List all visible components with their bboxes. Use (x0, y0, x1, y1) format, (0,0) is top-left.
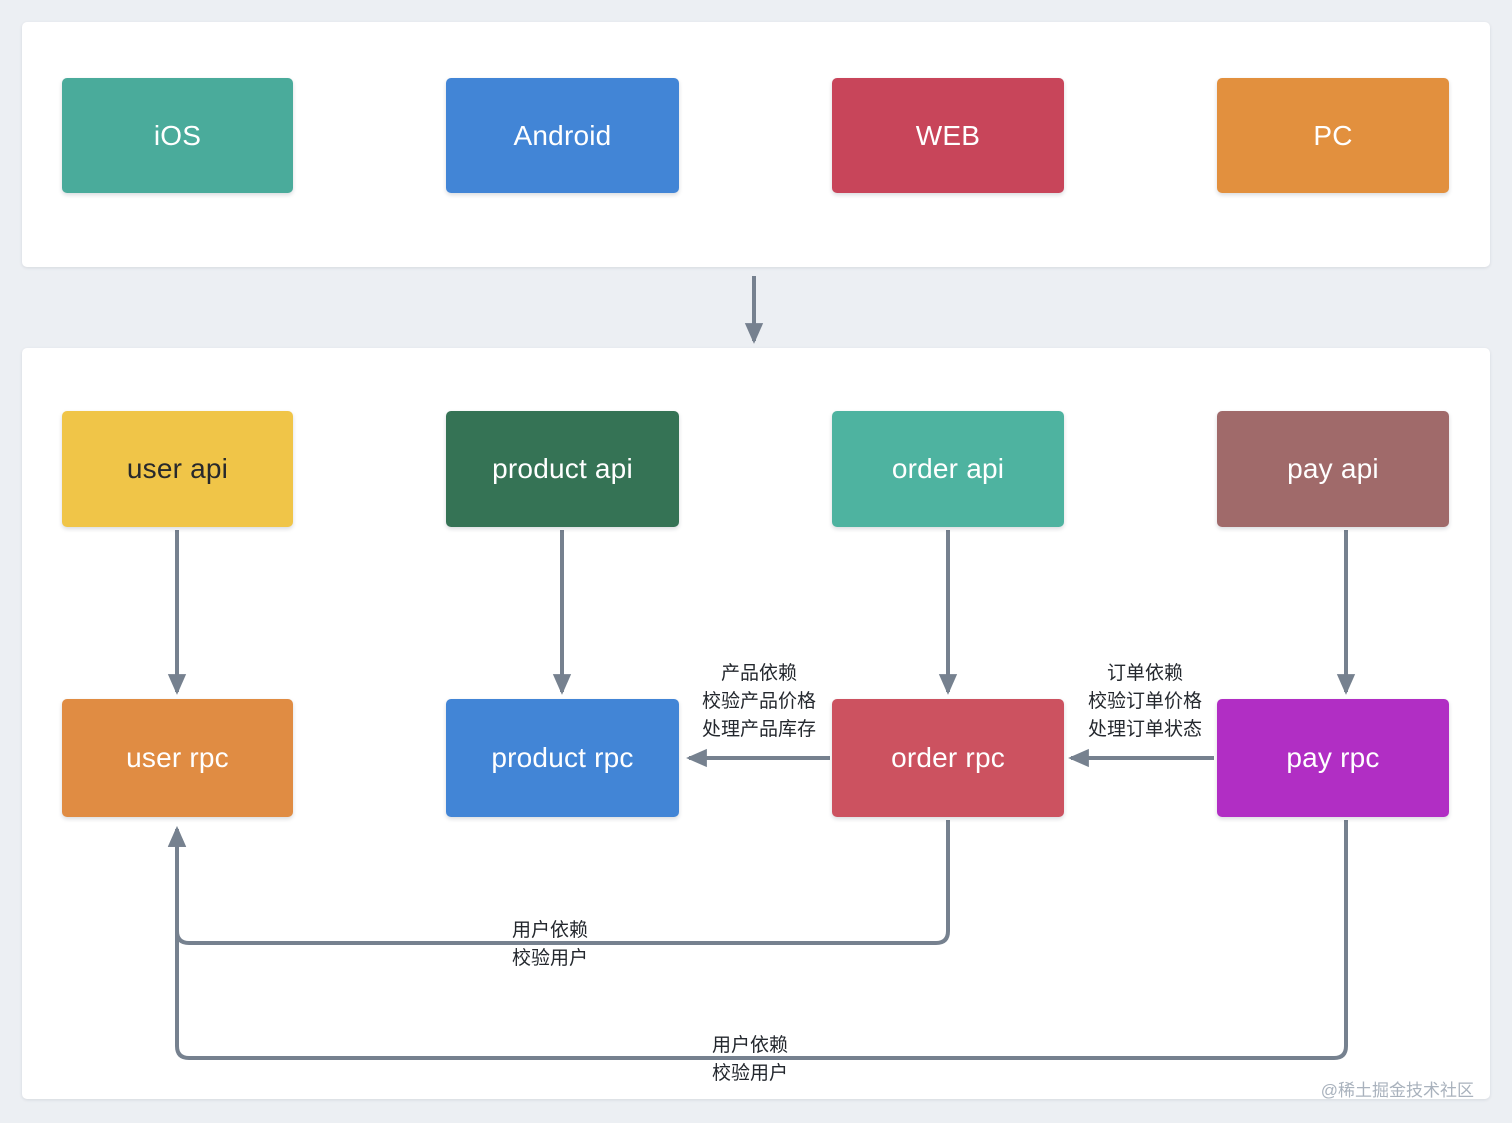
node-user-api-label: user api (126, 453, 229, 484)
edge-label-product-dependency: 产品依赖 校验产品价格 处理产品库存 (701, 663, 816, 740)
node-ios-label: iOS (153, 119, 202, 151)
edge-label-user-dependency-from-pay: 用户依赖 校验用户 (712, 1035, 789, 1084)
node-product-api-label: product api (492, 453, 633, 484)
node-user-rpc-label: user rpc (126, 742, 229, 773)
node-pay-api-label: pay api (1287, 453, 1379, 484)
node-order-rpc-label: order rpc (891, 742, 1005, 773)
node-order-rpc[interactable]: order rpc (832, 699, 1064, 817)
node-android-label: Android (513, 119, 612, 151)
node-pay-rpc[interactable]: pay rpc (1217, 699, 1449, 817)
node-pay-api[interactable]: pay api (1217, 411, 1449, 527)
edge-label-user-dependency-from-order: 用户依赖 校验用户 (512, 920, 589, 969)
node-product-rpc[interactable]: product rpc (446, 699, 679, 817)
node-pc-label: PC (1313, 119, 1353, 151)
node-order-api-label: order api (891, 453, 1005, 484)
node-user-api[interactable]: user api (62, 411, 293, 527)
node-pc[interactable]: PC (1217, 78, 1449, 193)
node-pay-rpc-label: pay rpc (1286, 742, 1380, 773)
edge-label-order-dependency: 订单依赖 校验订单价格 处理订单状态 (1087, 663, 1202, 740)
node-web[interactable]: WEB (832, 78, 1064, 193)
node-user-rpc[interactable]: user rpc (62, 699, 293, 817)
node-android[interactable]: Android (446, 78, 679, 193)
node-web-label: WEB (915, 119, 981, 151)
node-ios[interactable]: iOS (62, 78, 293, 193)
node-product-rpc-label: product rpc (491, 742, 634, 773)
watermark: @稀土掘金技术社区 (1320, 1081, 1474, 1100)
node-product-api[interactable]: product api (446, 411, 679, 527)
node-order-api[interactable]: order api (832, 411, 1064, 527)
